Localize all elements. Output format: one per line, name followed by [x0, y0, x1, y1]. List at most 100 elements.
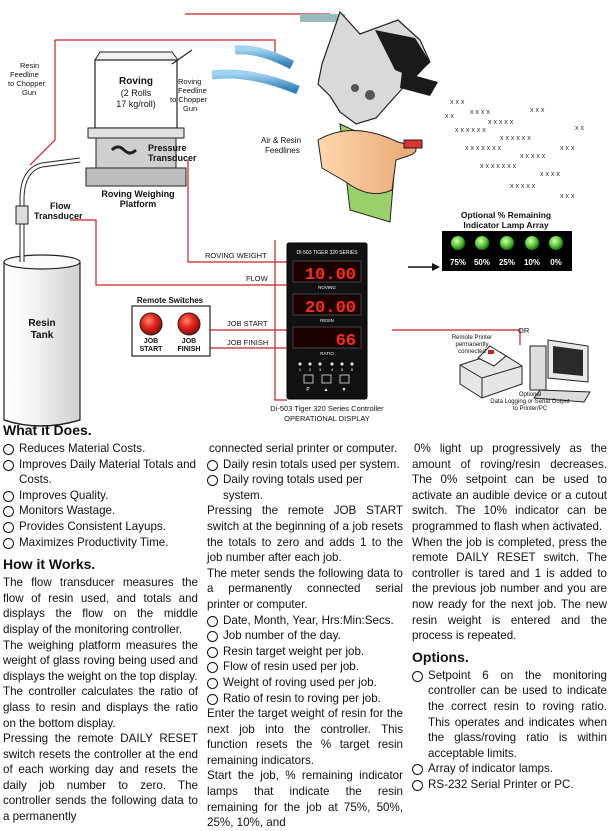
- controller-caption: Di-503 Tiger 320 Series Controller: [270, 404, 384, 413]
- remote-switches-title: Remote Switches: [137, 296, 204, 305]
- setpoint-leds: [298, 362, 354, 366]
- roving-box: Roving (2 Rolls 17 kg/roll): [94, 49, 193, 129]
- svg-text:x x x: x x x: [560, 145, 575, 152]
- printer-label: Remote Printer: [452, 335, 492, 341]
- job-start-label: JOB: [144, 338, 158, 345]
- bullet-icon: [207, 646, 218, 658]
- how-it-works-heading: How it Works.: [3, 556, 96, 573]
- lamp-label: 75%: [450, 258, 466, 267]
- list-item: Daily roving totals used per system.: [207, 472, 403, 503]
- pc-label: Data Logging or Serial Output: [490, 399, 570, 405]
- paragraph: The meter sends the following data to a …: [207, 566, 403, 611]
- flow-transducer-label: Transducer: [34, 211, 83, 221]
- signal-job-finish: JOB FINISH: [227, 338, 268, 347]
- controller-caption: OPERATIONAL DISPLAY: [284, 414, 370, 423]
- flow-transducer: Flow Transducer: [15, 157, 83, 262]
- display-ratio: 66: [336, 332, 356, 351]
- display-ratio-label: RATIO: [320, 351, 334, 356]
- program-key[interactable]: [303, 374, 314, 384]
- platform-label: Platform: [120, 199, 157, 209]
- options-heading: Options.: [412, 648, 469, 665]
- resin-feedline-label: Gun: [22, 88, 36, 97]
- list-item: Improves Daily Material Totals and Costs…: [3, 457, 198, 488]
- svg-text:x x x: x x x: [530, 107, 545, 114]
- lamp-25: [500, 236, 514, 250]
- lamp-10: [525, 236, 539, 250]
- svg-text:x x: x x: [575, 125, 584, 132]
- column-1: What it Does. Reduces Material Costs. Im…: [3, 420, 198, 825]
- lamp-50: [475, 236, 489, 250]
- list-item: Date, Month, Year, Hrs:Min:Secs.: [207, 613, 403, 629]
- job-start-button[interactable]: [139, 312, 163, 336]
- air-resin-label: Air & Resin: [261, 136, 301, 145]
- list-item: Maximizes Productivity Time.: [3, 535, 198, 551]
- setpoint-number: 3: [319, 367, 322, 372]
- roving-feedline-label: Gun: [183, 104, 197, 113]
- bullet-icon: [207, 693, 218, 705]
- list-item: Array of indicator lamps.: [412, 761, 607, 777]
- down-key-label: ▼: [342, 387, 347, 393]
- svg-text:x x x x x x x: x x x x x x x: [480, 163, 517, 170]
- svg-text:x x x x x x: x x x x x x: [455, 127, 486, 134]
- setpoint-number: 2: [309, 367, 312, 372]
- job-finish-button[interactable]: [177, 312, 201, 336]
- paragraph: 0% light up progressively as the amount …: [412, 442, 607, 533]
- resin-tank-label: Resin: [28, 318, 55, 329]
- bullet-icon: [3, 459, 14, 471]
- bullet-icon: [207, 459, 218, 471]
- paragraph: Start the job, % remaining indicator lam…: [207, 769, 403, 830]
- resin-feedline-label: to Chopper: [8, 79, 46, 88]
- job-finish-label: FINISH: [178, 346, 201, 353]
- arrow-icon: [408, 263, 440, 271]
- setpoint-number: 4: [331, 367, 334, 372]
- indicator-lamp-array: Optional % Remaining Indicator Lamp Arra…: [442, 210, 572, 271]
- controller-title: DI-503 TIGER 320 SERIES: [296, 250, 358, 256]
- column-3: 0% light up progressively as the amount …: [412, 441, 607, 792]
- bullet-icon: [207, 662, 218, 674]
- bullet-icon: [3, 521, 14, 533]
- job-start-label: START: [140, 346, 164, 353]
- up-key[interactable]: [321, 374, 332, 384]
- display-resin: 20.00: [305, 299, 356, 318]
- list-item: Daily resin totals used per system.: [207, 457, 403, 473]
- roving-weighing-platform: Pressure Transducer Roving Weighing Plat…: [85, 127, 197, 209]
- down-key[interactable]: [339, 374, 350, 384]
- list-item: Weight of roving used per job.: [207, 675, 403, 691]
- resin-feedline-label: Feedline: [10, 70, 39, 79]
- roving-feedline-label: Roving: [178, 77, 201, 86]
- controller: DI-503 TIGER 320 SERIES 10.00 ROVING 20.…: [286, 242, 368, 400]
- setpoint-number: 1: [299, 367, 302, 372]
- paragraph: Enter the target weight of resin for the…: [207, 707, 403, 767]
- signal-roving-weight: ROVING WEIGHT: [205, 251, 267, 260]
- bullet-icon: [3, 506, 14, 518]
- svg-text:x x x x x x: x x x x x x: [500, 135, 531, 142]
- air-resin-label: Feedlines: [265, 146, 300, 155]
- bullet-icon: [207, 677, 218, 689]
- flow-transducer-label: Flow: [50, 201, 71, 211]
- paragraph: connected serial printer or computer.: [209, 442, 398, 455]
- lamp-0: [549, 236, 563, 250]
- list-item: Reduces Material Costs.: [3, 441, 198, 457]
- signal-wires: [29, 13, 521, 401]
- printer-label: connected: [458, 349, 486, 355]
- column-2: connected serial printer or computer. Da…: [207, 441, 403, 831]
- lamp-label: 10%: [524, 258, 540, 267]
- signal-flow: FLOW: [246, 274, 269, 283]
- list-item: Improves Quality.: [3, 488, 198, 504]
- what-it-does-heading: What it Does.: [3, 422, 92, 438]
- remote-switches: Remote Switches JOB START JOB FINISH: [131, 296, 211, 357]
- printer-label: permanently: [455, 342, 488, 348]
- svg-text:x x x x: x x x x: [540, 171, 560, 178]
- setpoint-number: 6: [351, 367, 354, 372]
- svg-text:x x x x: x x x x: [470, 109, 490, 116]
- bullet-icon: [412, 670, 423, 682]
- roving-box-label: Roving: [119, 76, 153, 87]
- lamp-array-title: Indicator Lamp Array: [463, 220, 548, 230]
- program-key-label: P: [306, 387, 310, 393]
- list-item: Resin target weight per job.: [207, 644, 403, 660]
- bullet-icon: [3, 444, 14, 455]
- paragraph: The weighing platform measures the weigh…: [3, 638, 198, 683]
- printer-icon: [459, 345, 523, 399]
- pc-label: Optional: [519, 392, 541, 398]
- display-roving-label: ROVING: [318, 285, 336, 290]
